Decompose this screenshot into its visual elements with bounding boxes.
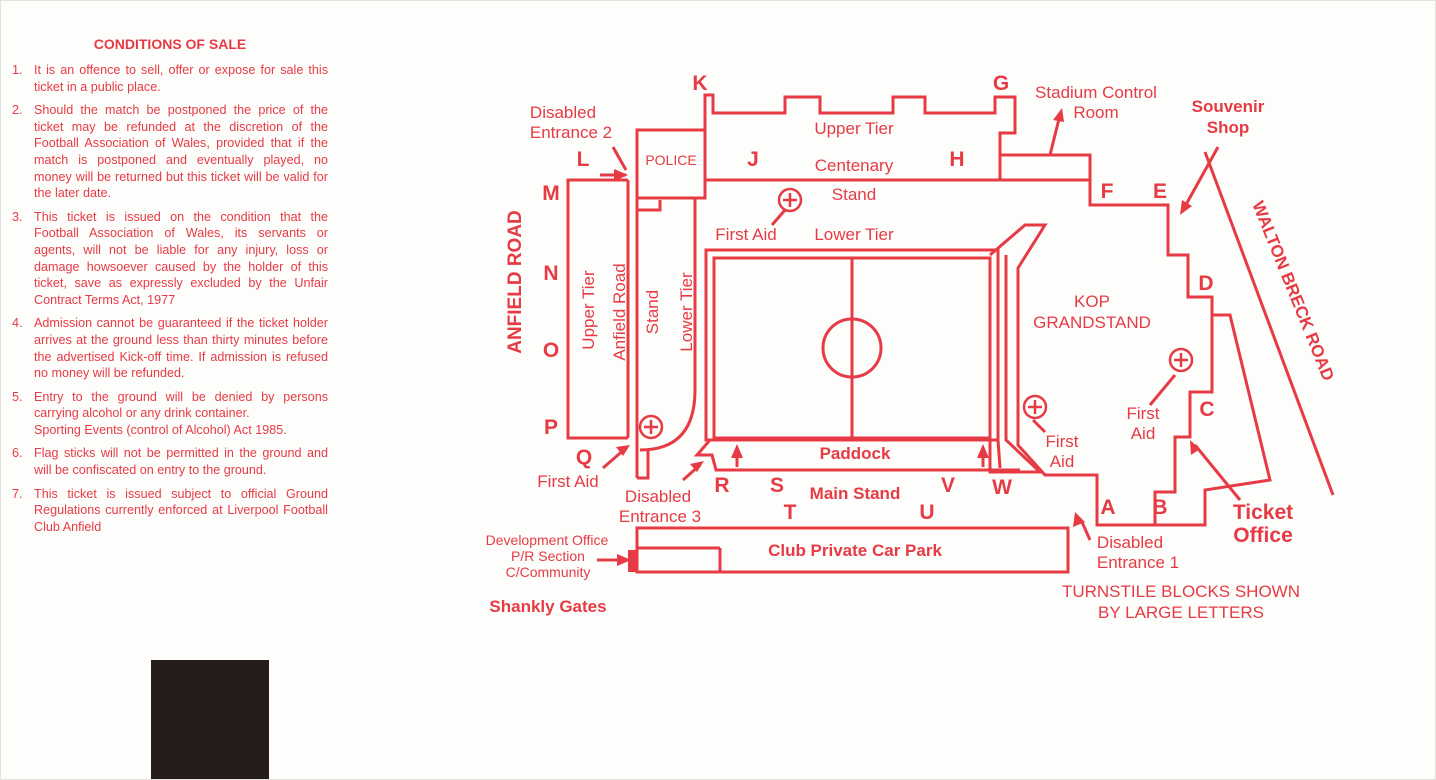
turnstile-k: K [692,72,707,95]
turnstile-c: C [1199,398,1214,421]
centenary-stand-label: Stand [832,185,876,204]
svg-text:C/Community: C/Community [506,564,591,580]
pitch-outer [704,248,1000,442]
conditions-list: 1.It is an offence to sell, offer or exp… [12,62,328,535]
anfield-upper-label: Upper Tier [579,270,598,350]
centenary-upper-label: Upper Tier [814,119,894,138]
police-box [635,128,707,200]
first-aid-label: First Aid [715,225,776,244]
shankly-gates-label: Shankly Gates [489,597,606,616]
first-aid-icon [638,414,664,440]
turnstile-v: V [941,474,955,497]
centre-circle [821,317,883,379]
turnstile-h: H [949,148,964,171]
turnstile-w: W [992,476,1012,499]
turnstile-t: T [784,501,797,524]
first-aid-icon [1022,394,1048,420]
police-label: POLICE [645,152,696,168]
turnstile-q: Q [576,446,592,469]
disabled-entrance-1-label: Disabled [1097,533,1163,552]
main-stand-outline [693,439,1020,472]
kop-label-2: GRANDSTAND [1033,313,1151,332]
turnstile-n: N [543,262,558,285]
turnstile-e: E [1153,180,1167,203]
kop-label-1: KOP [1074,292,1110,311]
magnetic-strip [151,660,269,780]
turnstile-b: B [1152,496,1167,519]
disabled-entrance-2-label: Disabled [530,103,596,122]
walton-breck-road-line [1203,151,1335,496]
conditions-title: CONDITIONS OF SALE [93,36,247,52]
turnstile-f: F [1101,180,1114,203]
first-aid-label: First [1126,404,1159,423]
development-office-label: Development Office [486,532,609,548]
svg-text:Aid: Aid [1131,424,1156,443]
turnstile-l: L [577,148,590,171]
main-stand-label: Main Stand [810,484,901,503]
svg-text:Office: Office [1233,524,1293,547]
centenary-lower-label: Lower Tier [814,225,894,244]
car-park-label: Club Private Car Park [768,541,942,560]
anfield-name-label: Anfield Road [610,263,629,360]
condition-item: 1.It is an offence to sell, offer or exp… [12,63,328,94]
paddock-label: Paddock [820,444,891,463]
kop-outline [989,180,1214,527]
svg-text:P/R Section: P/R Section [511,548,585,564]
turnstile-d: D [1198,272,1213,295]
anfield-stand-outline [566,178,628,440]
centenary-name-label: Centenary [815,156,894,175]
first-aid-label: First Aid [537,472,598,491]
anfield-stand-label: Stand [643,290,662,334]
anfield-lower-corner [639,198,697,452]
condition-item: 2.Should the match be postponed the pric… [12,103,328,201]
svg-text:BY LARGE LETTERS: BY LARGE LETTERS [1098,603,1264,622]
svg-text:Shop: Shop [1207,118,1250,137]
turnstile-m: M [542,182,560,205]
conditions-of-sale: CONDITIONS OF SALE 1.It is an offence to… [12,36,328,542]
turnstile-a: A [1100,496,1115,519]
centenary-stand-outline [703,93,1017,182]
first-aid-icon [1168,347,1194,373]
turnstile-note: TURNSTILE BLOCKS SHOWN [1062,582,1300,601]
first-aid-icon [777,187,803,213]
souvenir-shop-label: Souvenir [1192,97,1265,116]
turnstile-p: P [544,416,558,439]
svg-text:Entrance 1: Entrance 1 [1097,553,1179,572]
walton-breck-road-label: WALTON BRECK ROAD [1248,198,1338,383]
first-aid-label: First [1045,432,1078,451]
svg-text:Entrance 2: Entrance 2 [530,123,612,142]
anfield-road-label: ANFIELD ROAD [505,210,526,354]
svg-text:Room: Room [1073,103,1118,122]
condition-item: 7.This ticket is issued subject to offic… [12,486,328,534]
ticket-office-label: Ticket [1233,501,1293,524]
disabled-entrance-3-label: Disabled [625,487,691,506]
stadium-control-room-label: Stadium Control [1035,83,1157,102]
condition-item: 3.This ticket is issued on the condition… [12,209,328,307]
svg-text:Aid: Aid [1050,452,1075,471]
turnstile-u: U [919,501,934,524]
condition-item: 4.Admission cannot be guaranteed if the … [12,316,328,381]
svg-text:Entrance 3: Entrance 3 [619,507,701,526]
turnstile-o: O [543,339,559,362]
turnstile-j: J [747,148,759,171]
turnstile-g: G [993,72,1009,95]
turnstile-r: R [714,474,729,497]
condition-item: 6.Flag sticks will not be permitted in t… [12,446,328,478]
anfield-lower-label: Lower Tier [677,272,696,352]
condition-item: 5.Entry to the ground will be denied by … [12,389,328,437]
turnstile-s: S [770,474,784,497]
control-room-outline [1000,153,1092,180]
ticket-office-outline [1155,313,1272,527]
